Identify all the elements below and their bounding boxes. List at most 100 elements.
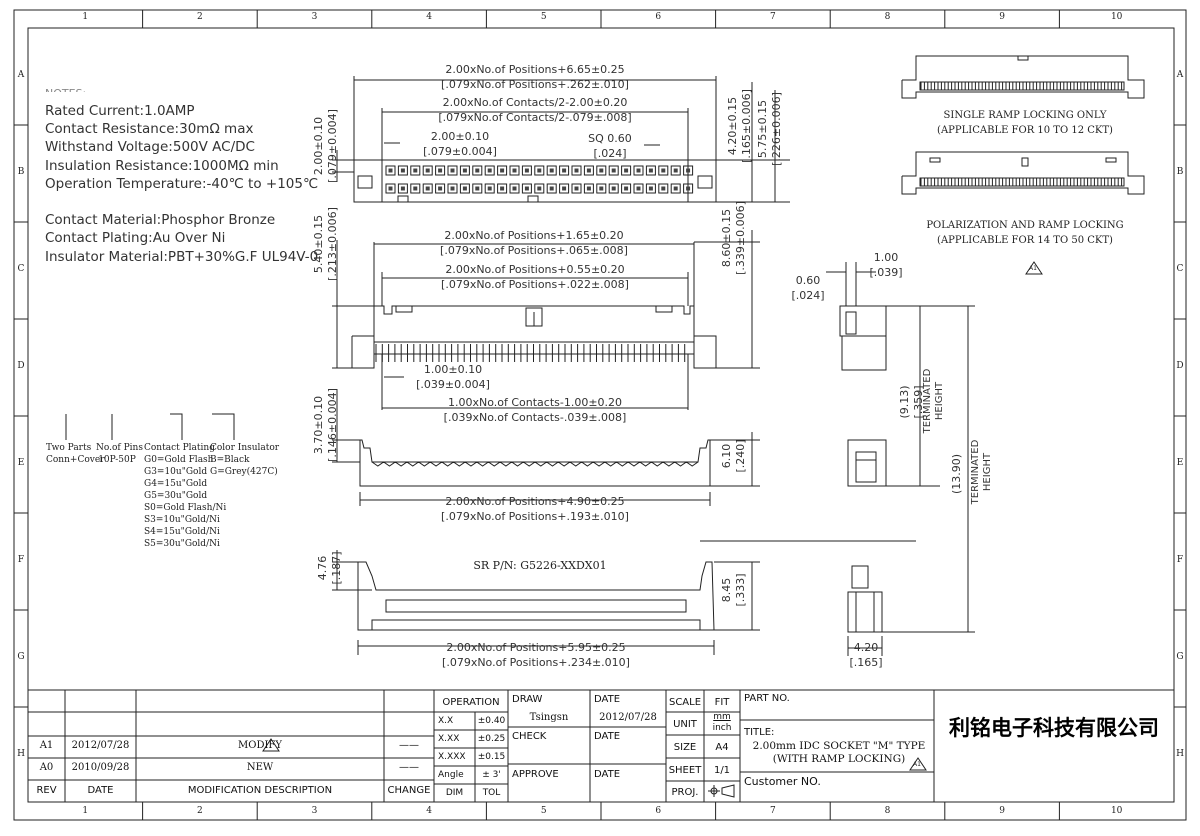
plating-option: G0=Gold Flash bbox=[144, 455, 214, 465]
grid-row-label-left: A bbox=[17, 70, 25, 80]
size-value: A4 bbox=[715, 742, 729, 753]
title-block-frame bbox=[27, 689, 1175, 803]
dim-label: DIM bbox=[445, 788, 464, 798]
company-name: 利铭电子科技有限公司 bbox=[949, 716, 1159, 740]
dim-cover-right-in: [.240] bbox=[734, 439, 747, 473]
grid-row-label-right: F bbox=[1176, 555, 1184, 565]
grid-col-label-bottom: 1 bbox=[82, 806, 89, 816]
drawing-title-line-2: (WITH RAMP LOCKING) bbox=[772, 753, 906, 765]
grid-row-label-left: E bbox=[17, 458, 25, 468]
dim-r2: 5.75±0.15[.226±0.006] bbox=[756, 74, 784, 184]
grid-row-label-left: F bbox=[17, 555, 25, 565]
dim-side-height-right-mm: 8.60±0.15 bbox=[720, 208, 733, 268]
unit-label: UNIT bbox=[673, 719, 697, 730]
sheet-label: SHEET bbox=[668, 765, 702, 776]
dim-420-mm: 4.20 bbox=[853, 641, 879, 654]
color-option: G=Grey(427C) bbox=[210, 467, 278, 477]
grid-col-label-bottom: 10 bbox=[1110, 806, 1123, 816]
plating-option: G3=10u"Gold bbox=[144, 467, 208, 477]
grid-col-label-top: 3 bbox=[311, 12, 318, 22]
dim-top-contacts: 2.00xNo.of Contacts/2-2.00±0.20[.079xNo.… bbox=[382, 95, 688, 125]
dim-cover-height-in: [.146±0.004] bbox=[326, 388, 339, 462]
dim-side-height-right: 8.60±0.15[.339±0.006] bbox=[720, 182, 748, 294]
sr-view bbox=[332, 550, 760, 655]
dim-r2-in: [.226±0.006] bbox=[770, 92, 783, 166]
tolerance-precision: X.XXX bbox=[438, 752, 466, 762]
tol-label: TOL bbox=[482, 788, 501, 798]
grid-row-label-left: G bbox=[17, 652, 25, 662]
grid-col-label-top: 4 bbox=[426, 12, 432, 22]
note-line: Withstand Voltage:500V AC/DC bbox=[45, 139, 255, 156]
grid-row-label-left: B bbox=[17, 167, 25, 177]
approve-label: APPROVE bbox=[512, 769, 559, 780]
plating-option: S0=Gold Flash/Ni bbox=[144, 503, 227, 513]
dim-side-overall: 2.00xNo.of Positions+1.65±0.20 [.079xNo.o… bbox=[374, 228, 694, 258]
grid-col-label-top: 1 bbox=[82, 12, 89, 22]
dim-pin-width-mm: 1.00±0.10 bbox=[423, 363, 483, 376]
revision-change: —— bbox=[399, 740, 419, 751]
grid-col-label-bottom: 4 bbox=[426, 806, 432, 816]
draw-date: 2012/07/28 bbox=[599, 712, 657, 723]
ordering-brackets bbox=[65, 413, 235, 440]
dim-sq-in: [.024] bbox=[593, 147, 627, 160]
tolerance-precision: X.XX bbox=[438, 734, 460, 744]
pins-label: No.of Pins 10P-50P bbox=[96, 442, 143, 466]
rev-symbol-2: A1 bbox=[913, 761, 921, 768]
top-view bbox=[332, 76, 790, 203]
plating-option: G4=15u"Gold bbox=[144, 479, 208, 489]
dim-top-overall: 2.00xNo.of Positions+6.65±0.25[.079xNo.o… bbox=[354, 62, 716, 92]
part-no-label: PART NO. bbox=[744, 693, 790, 704]
th1-label-a: TERMINATED bbox=[922, 368, 933, 434]
dim-side-overall-mm: 2.00xNo.of Positions+1.65±0.20 bbox=[444, 229, 624, 242]
date-label-2: DATE bbox=[594, 731, 621, 742]
dim-left-height-mm: 2.00±0.10 bbox=[312, 116, 325, 176]
color-title: Color Insulator bbox=[210, 443, 280, 453]
grid-col-label-bottom: 5 bbox=[540, 806, 547, 816]
dim-sr-left-in: [.187] bbox=[330, 551, 343, 585]
date-label-1: DATE bbox=[594, 694, 621, 705]
outer-frame bbox=[13, 9, 1187, 821]
tolerance-precision: X.X bbox=[438, 716, 454, 726]
dim-cover-right-mm: 6.10 bbox=[720, 443, 733, 469]
pins-title: No.of Pins bbox=[96, 443, 143, 453]
plating-option: S4=15u"Gold/Ni bbox=[144, 527, 220, 537]
dim-r1: 4.20±0.15[.165±0.006] bbox=[726, 74, 754, 178]
dim-sr-left: 4.76[.187] bbox=[316, 550, 344, 586]
title-label: TITLE: bbox=[744, 727, 775, 738]
end-views bbox=[826, 262, 975, 656]
grid-col-label-bottom: 8 bbox=[884, 806, 891, 816]
plating-option: S5=30u"Gold/Ni bbox=[144, 539, 220, 549]
grid-col-label-bottom: 6 bbox=[655, 806, 662, 816]
dim-side-inner-in: [.079xNo.of Positions+.022±.008] bbox=[441, 278, 629, 291]
note-line: Contact Plating:Au Over Ni bbox=[45, 230, 226, 247]
revision-date: 2012/07/28 bbox=[71, 740, 130, 751]
dim-100: 1.00[.039] bbox=[866, 250, 906, 280]
grid-row-label-right: C bbox=[1176, 264, 1184, 274]
grid-row-label-left: D bbox=[17, 361, 25, 371]
ramp-teeth bbox=[920, 82, 1123, 186]
grid-col-label-top: 8 bbox=[884, 12, 891, 22]
dim-060: 0.60[.024] bbox=[790, 273, 826, 303]
two-parts-value: Conn+Cover bbox=[46, 455, 105, 465]
grid-ticks bbox=[14, 10, 1186, 820]
tolerance-value: ± 3' bbox=[482, 770, 501, 780]
dim-side-overall-in: [.079xNo.of Positions+.065±.008] bbox=[440, 244, 628, 257]
grid-row-label-right: E bbox=[1176, 458, 1184, 468]
note-line: Insulation Resistance:1000MΩ min bbox=[45, 157, 279, 174]
revision-description: MODIFY bbox=[238, 740, 282, 751]
dim-100-in: [.039] bbox=[869, 266, 903, 279]
pin-grid bbox=[385, 165, 694, 194]
check-label: CHECK bbox=[512, 731, 547, 742]
color-option: B=Black bbox=[210, 455, 250, 465]
grid-row-label-left: C bbox=[17, 264, 25, 274]
dim-pitch-mm: 2.00±0.10 bbox=[430, 130, 490, 143]
dim-pin-width: 1.00±0.10[.039±0.004] bbox=[408, 362, 498, 392]
date-label-3: DATE bbox=[594, 769, 621, 780]
dim-sr-right: 8.45[.333] bbox=[720, 568, 748, 612]
scale-value: FIT bbox=[714, 697, 730, 708]
dim-contacts: 1.00xNo.of Contacts-1.00±0.20[.039xNo.of… bbox=[382, 395, 688, 425]
